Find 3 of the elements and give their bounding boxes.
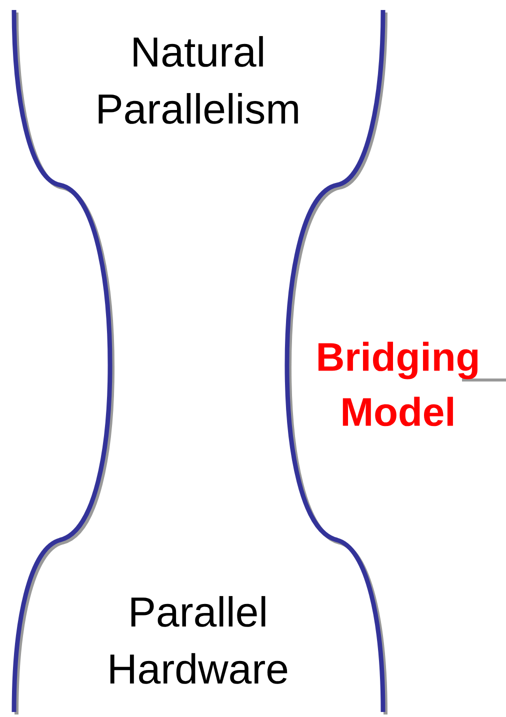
label-text: Natural Parallelism (98, 36, 298, 124)
label-text: Bridging Model (318, 342, 478, 426)
label-text: Parallel Hardware (110, 596, 288, 684)
